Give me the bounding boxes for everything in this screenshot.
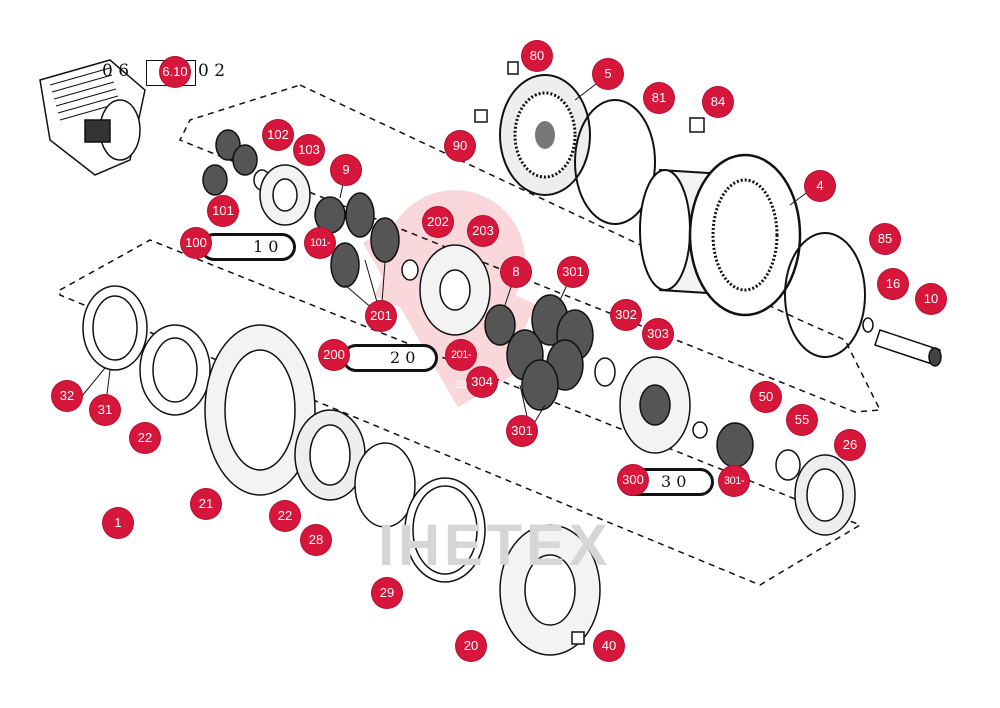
motor-assembly xyxy=(39,59,146,176)
callout-102[interactable]: 102 xyxy=(263,120,293,150)
group-oval-100-text: 1 0 xyxy=(253,237,279,256)
ref-right-digits: 0 2 xyxy=(198,61,226,81)
callout-1[interactable]: 1 xyxy=(103,508,133,538)
lower-parts xyxy=(82,285,856,656)
watermark-text: IHETEX xyxy=(378,513,612,578)
callout-9[interactable]: 9 xyxy=(331,155,361,185)
callout-22-a[interactable]: 22 xyxy=(130,423,160,453)
callout-5[interactable]: 5 xyxy=(593,59,623,89)
part-16-washer xyxy=(862,317,874,333)
callout-100[interactable]: 100 xyxy=(181,228,211,258)
callout-31[interactable]: 31 xyxy=(90,395,120,425)
callout-101-10[interactable]: 101-10 xyxy=(305,228,335,279)
part-85-o-ring xyxy=(784,232,866,358)
callout-10[interactable]: 10 xyxy=(916,284,946,314)
callout-202[interactable]: 202 xyxy=(423,207,453,237)
callout-302[interactable]: 302 xyxy=(611,300,641,330)
callout-50[interactable]: 50 xyxy=(751,382,781,412)
callout-85[interactable]: 85 xyxy=(870,224,900,254)
callout-29[interactable]: 29 xyxy=(372,578,402,608)
gears-100-series xyxy=(202,129,346,234)
callout-90[interactable]: 90 xyxy=(445,131,475,161)
group-oval-200: 2 0 xyxy=(342,344,438,372)
callout-304[interactable]: 304 xyxy=(467,367,497,397)
callout-203[interactable]: 203 xyxy=(468,216,498,246)
part-4-housing xyxy=(639,153,802,317)
callout-26[interactable]: 26 xyxy=(835,430,865,460)
callout-301-a[interactable]: 301 xyxy=(558,257,588,287)
group-oval-300-text: 3 0 xyxy=(661,472,687,491)
callout-201[interactable]: 201 xyxy=(366,301,396,331)
callout-20[interactable]: 20 xyxy=(456,631,486,661)
gears-200-series xyxy=(330,192,516,346)
callout-8[interactable]: 8 xyxy=(501,257,531,287)
callout-201-20[interactable]: 201-20 xyxy=(446,340,476,391)
bolts xyxy=(474,61,705,645)
callout-28[interactable]: 28 xyxy=(301,525,331,555)
callout-81[interactable]: 81 xyxy=(644,83,674,113)
callout-22-b[interactable]: 22 xyxy=(270,501,300,531)
part-81-o-ring xyxy=(574,99,656,225)
callout-301-b[interactable]: 301 xyxy=(507,416,537,446)
callout-300[interactable]: 300 xyxy=(618,465,648,495)
callout-103[interactable]: 103 xyxy=(294,135,324,165)
callout-301-30[interactable]: 301-30 xyxy=(719,466,749,517)
callout-84[interactable]: 84 xyxy=(703,87,733,117)
callout-4[interactable]: 4 xyxy=(805,171,835,201)
callout-200[interactable]: 200 xyxy=(319,340,349,370)
callout-80[interactable]: 80 xyxy=(522,41,552,71)
callout-21[interactable]: 21 xyxy=(191,489,221,519)
ref-box-label[interactable]: 6.10 xyxy=(160,57,190,87)
callout-101[interactable]: 101 xyxy=(208,196,238,226)
part-10-shaft xyxy=(874,329,942,367)
gears-300-series xyxy=(506,294,754,468)
callout-40[interactable]: 40 xyxy=(594,631,624,661)
callout-16[interactable]: 16 xyxy=(878,269,908,299)
group-oval-100: 1 0 xyxy=(200,233,296,261)
group-oval-200-text: 2 0 xyxy=(390,348,416,367)
dashed-box-lower xyxy=(59,239,862,586)
callout-32[interactable]: 32 xyxy=(52,381,82,411)
callout-55[interactable]: 55 xyxy=(787,405,817,435)
part-5-cover xyxy=(499,74,591,196)
ref-left-digits: 0 6 xyxy=(102,61,130,81)
callout-303[interactable]: 303 xyxy=(643,319,673,349)
